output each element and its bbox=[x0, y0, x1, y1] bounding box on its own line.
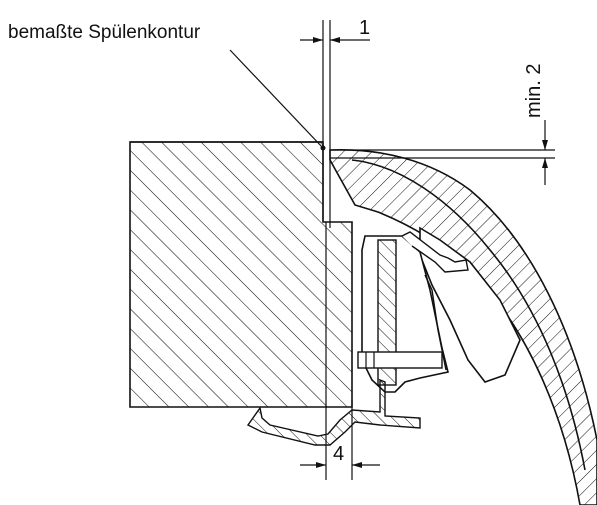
dimension-bottom bbox=[300, 462, 380, 468]
dimension-top-label: 1 bbox=[359, 17, 370, 39]
worktop-section bbox=[129, 141, 353, 408]
contour-leader bbox=[229, 49, 326, 151]
contour-lines bbox=[322, 20, 555, 480]
lower-bracket bbox=[246, 378, 421, 446]
dimension-right bbox=[542, 120, 548, 185]
mounting-clip bbox=[357, 231, 469, 393]
dimension-top bbox=[300, 37, 370, 43]
dimension-right-label: min. 2 bbox=[523, 64, 545, 118]
dimension-bottom-label: 4 bbox=[333, 443, 344, 465]
contour-label: bemaßte Spülenkontur bbox=[8, 22, 201, 43]
